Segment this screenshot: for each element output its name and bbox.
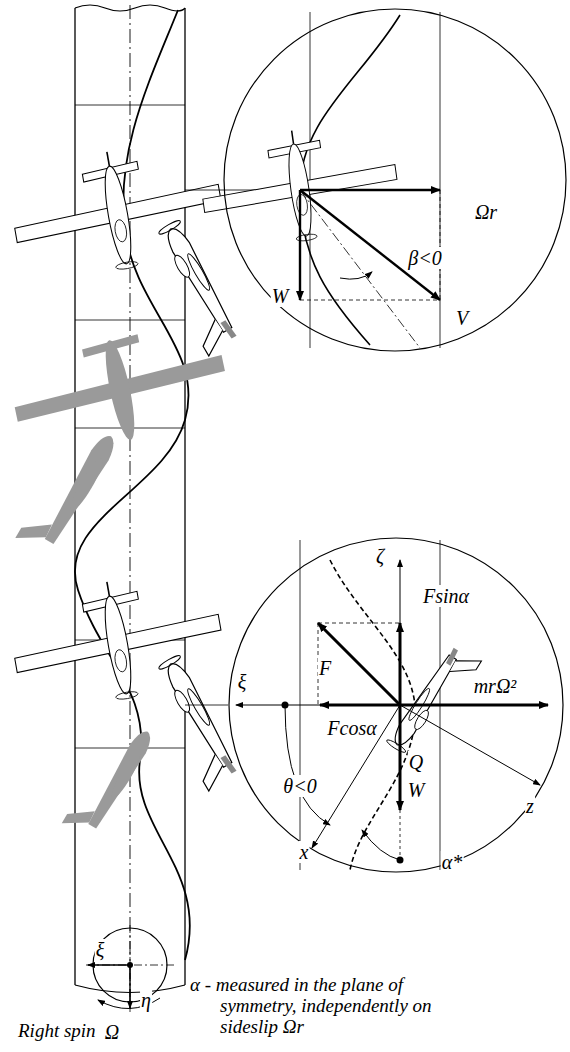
symbol-label: η [140,989,152,1011]
symbol-label: ξ [237,671,248,693]
detail-circle: ξηΩ [92,927,168,1003]
symbol-label: ξ [95,939,106,961]
symbol-label: Q [408,751,424,773]
symbol-label: x [299,841,310,863]
symbol-label: V [455,307,469,329]
symbol-label: β<0 [407,247,442,269]
symbol-label: Fcosα [326,717,377,739]
symbol-label: Ωr [474,201,498,223]
symbol-label: ζ [375,545,385,567]
detail-circle: ζFsinαFξ mrΩ² Fcosα θ<0 z QWx α* [228,537,564,873]
symbol-label: W [407,779,426,801]
symbol-label: F [318,657,332,679]
caption-label: Right spin [18,1020,138,1041]
symbol-label: z [525,795,535,817]
note-text: α - measured in the plane of symmetry, i… [190,974,470,1037]
symbol-label: α* [441,851,464,873]
symbol-label: Ω [104,1021,120,1043]
detail-circle: Ωr β<0W V [223,8,567,352]
symbol-label: W [271,285,290,307]
symbol-label: Fsinα [422,585,470,607]
symbol-label: θ<0 [282,775,317,797]
circle-outline [228,537,566,875]
symbol-label: mrΩ² [473,675,518,697]
